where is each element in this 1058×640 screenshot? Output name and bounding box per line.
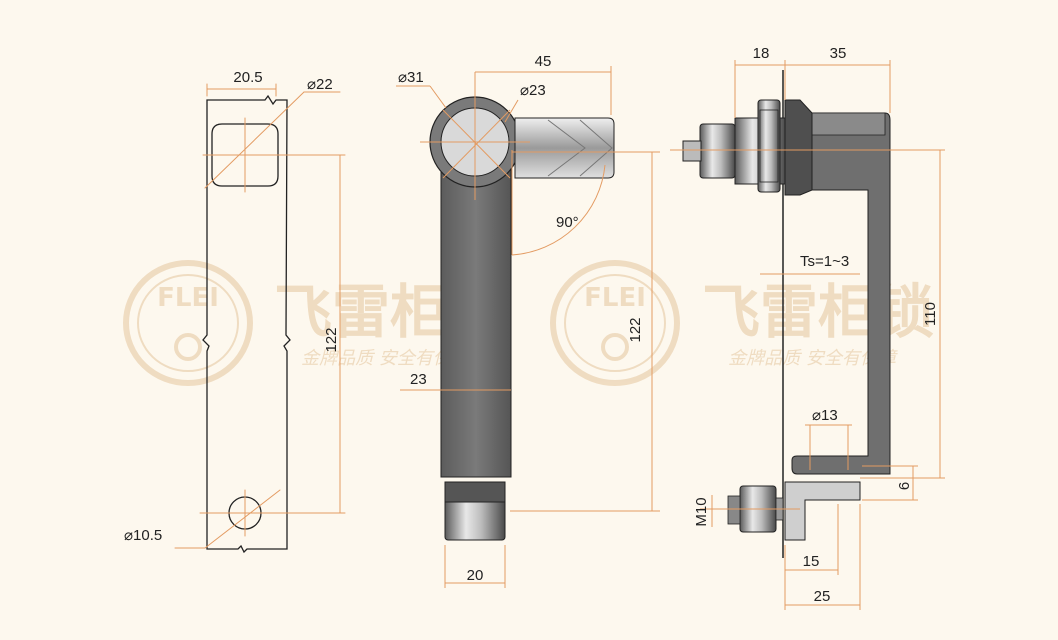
dim-length: 122 — [627, 317, 644, 342]
watermark-logo-ring — [123, 260, 253, 386]
watermark-slogan: 金牌品质 安全有保障 — [301, 348, 471, 369]
handle-body — [791, 112, 891, 475]
dim-thread: M10 — [693, 497, 710, 526]
end-nut — [699, 123, 736, 179]
dim-cam-length: 45 — [535, 53, 552, 70]
watermark-brand: 飞雷柜锁 — [702, 278, 934, 346]
dim-width: 20.5 — [233, 69, 262, 86]
cam-plate — [514, 117, 615, 179]
dim-length: 122 — [323, 327, 340, 352]
dim-height: 110 — [922, 302, 939, 326]
dim-plate-thickness: 6 — [896, 482, 913, 490]
right-view: 18 35 Ts=1~3 110 ⌀13 M10 6 15 25 — [670, 45, 945, 610]
flange — [784, 99, 813, 196]
left-view: 20.5 ⌀22 122 ⌀10.5 — [124, 69, 346, 554]
cutout-outline — [202, 94, 291, 554]
dim-angle: 90° — [556, 214, 579, 231]
watermark-logo-text: FLEI — [584, 283, 646, 313]
dim-handle-depth: 35 — [830, 45, 847, 62]
dim-outer-diameter: ⌀31 — [398, 69, 424, 86]
dim-handle-width: 23 — [410, 371, 427, 388]
dim-nut-width: 18 — [753, 45, 770, 62]
handle-bar — [440, 149, 512, 478]
dim-offset: 15 — [803, 553, 820, 570]
dim-thickness: Ts=1~3 — [800, 253, 849, 270]
lock-nut — [757, 99, 781, 193]
dim-inner-diameter: ⌀23 — [520, 82, 546, 99]
watermark-logo-text: FLEI — [157, 283, 219, 313]
dim-hole-diameter: ⌀13 — [812, 407, 838, 424]
dim-small-hole: ⌀10.5 — [124, 527, 162, 544]
bottom-bracket — [784, 481, 861, 541]
watermark-slogan: 金牌品质 安全有保障 — [728, 348, 898, 369]
middle-view: ⌀31 ⌀23 45 90° 23 122 20 — [396, 53, 660, 588]
large-hole — [211, 123, 279, 187]
watermark-right: FLEI 飞雷柜锁 金牌品质 安全有保障 — [550, 260, 934, 386]
dim-large-hole: ⌀22 — [307, 76, 333, 93]
dim-cylinder-width: 20 — [467, 567, 484, 584]
dim-base: 25 — [814, 588, 831, 605]
